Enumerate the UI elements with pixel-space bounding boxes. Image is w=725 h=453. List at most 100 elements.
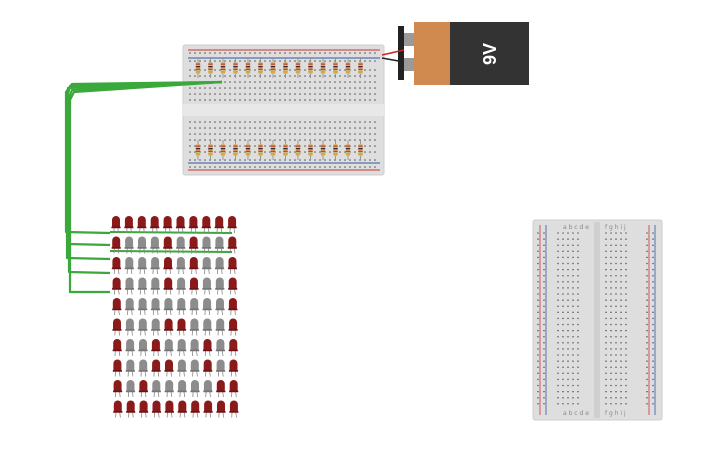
breadboard-hole[interactable] [254,87,256,89]
breadboard-hole[interactable] [249,121,251,123]
breadboard-hole[interactable] [219,139,221,141]
breadboard-hole[interactable] [344,133,346,135]
breadboard-hole[interactable] [199,52,201,54]
breadboard-hole[interactable] [319,60,321,62]
breadboard-hole[interactable] [557,305,559,307]
breadboard-hole[interactable] [557,354,559,356]
breadboard-hole[interactable] [646,238,648,240]
breadboard-hole[interactable] [615,299,617,301]
breadboard-hole[interactable] [615,250,617,253]
breadboard-hole[interactable] [577,305,579,307]
breadboard-hole[interactable] [625,244,627,246]
led[interactable] [214,216,224,234]
breadboard-hole[interactable] [279,99,281,101]
breadboard-hole[interactable] [189,166,191,168]
breadboard-hole[interactable] [249,87,251,89]
breadboard-hole[interactable] [605,268,607,271]
led[interactable] [164,318,174,336]
breadboard-hole[interactable] [314,60,316,62]
breadboard-hole[interactable] [646,396,648,399]
breadboard-hole[interactable] [244,159,246,161]
breadboard-hole[interactable] [562,403,564,405]
breadboard-hole[interactable] [646,256,648,259]
breadboard-hole[interactable] [199,87,201,89]
breadboard-hole[interactable] [304,166,306,168]
breadboard-hole[interactable] [557,348,559,350]
breadboard-hole[interactable] [537,378,539,381]
breadboard-hole[interactable] [577,354,579,356]
breadboard-hole[interactable] [610,384,612,387]
breadboard-hole[interactable] [314,87,316,89]
breadboard-hole[interactable] [577,329,579,332]
breadboard-hole[interactable] [249,52,251,54]
breadboard-hole[interactable] [329,99,331,101]
breadboard-hole[interactable] [562,360,564,362]
breadboard-hole[interactable] [557,238,559,240]
breadboard-hole[interactable] [244,87,246,89]
breadboard-hole[interactable] [309,121,311,123]
battery-terminal-positive[interactable] [404,33,414,46]
breadboard-hole[interactable] [349,87,351,89]
breadboard-hole[interactable] [620,323,622,326]
breadboard-hole[interactable] [354,52,356,54]
breadboard-hole[interactable] [304,69,306,71]
breadboard-hole[interactable] [615,293,617,295]
breadboard-hole[interactable] [299,75,301,77]
breadboard-hole[interactable] [314,93,316,95]
breadboard-hole[interactable] [610,323,612,326]
breadboard-hole[interactable] [219,133,221,135]
breadboard-hole[interactable] [239,127,241,129]
breadboard-hole[interactable] [615,268,617,271]
breadboard-hole[interactable] [289,151,291,153]
led[interactable] [177,339,187,357]
breadboard-hole[interactable] [209,93,211,95]
breadboard-hole[interactable] [274,75,276,77]
breadboard-hole[interactable] [264,166,266,168]
breadboard-hole[interactable] [572,360,574,362]
breadboard-hole[interactable] [652,293,654,295]
breadboard-hole[interactable] [194,127,196,129]
breadboard-hole[interactable] [339,145,341,147]
breadboard-hole[interactable] [605,299,607,301]
breadboard-hole[interactable] [344,145,346,147]
breadboard-hole[interactable] [344,139,346,141]
breadboard-hole[interactable] [610,311,612,314]
breadboard-hole[interactable] [364,133,366,135]
breadboard-hole[interactable] [274,159,276,161]
breadboard-hole[interactable] [344,75,346,77]
resistor[interactable] [270,58,276,78]
led[interactable] [150,236,160,254]
breadboard-hole[interactable] [309,87,311,89]
breadboard-hole[interactable] [224,139,226,141]
breadboard-hole[interactable] [605,342,607,344]
breadboard-hole[interactable] [605,250,607,253]
led[interactable] [150,257,160,275]
breadboard-hole[interactable] [625,262,627,265]
breadboard-hole[interactable] [294,121,296,123]
breadboard-hole[interactable] [284,87,286,89]
breadboard-hole[interactable] [605,244,607,246]
breadboard-hole[interactable] [572,293,574,295]
breadboard-hole[interactable] [259,52,261,54]
breadboard-hole[interactable] [646,311,648,314]
breadboard-hole[interactable] [652,348,654,350]
breadboard-hole[interactable] [349,52,351,54]
breadboard-hole[interactable] [562,396,564,399]
breadboard-hole[interactable] [244,127,246,129]
breadboard-hole[interactable] [349,75,351,77]
breadboard-hole[interactable] [562,378,564,381]
led[interactable] [216,359,226,377]
breadboard-hole[interactable] [299,60,301,62]
breadboard-hole[interactable] [610,317,612,320]
breadboard-hole[interactable] [620,342,622,344]
breadboard-hole[interactable] [625,366,627,368]
breadboard-hole[interactable] [229,81,231,83]
breadboard-hole[interactable] [334,52,336,54]
breadboard-hole[interactable] [572,403,574,405]
breadboard-hole[interactable] [324,139,326,141]
breadboard-hole[interactable] [204,151,206,153]
breadboard-hole[interactable] [324,127,326,129]
breadboard-hole[interactable] [189,60,191,62]
breadboard-hole[interactable] [625,305,627,307]
breadboard-hole[interactable] [652,274,654,277]
